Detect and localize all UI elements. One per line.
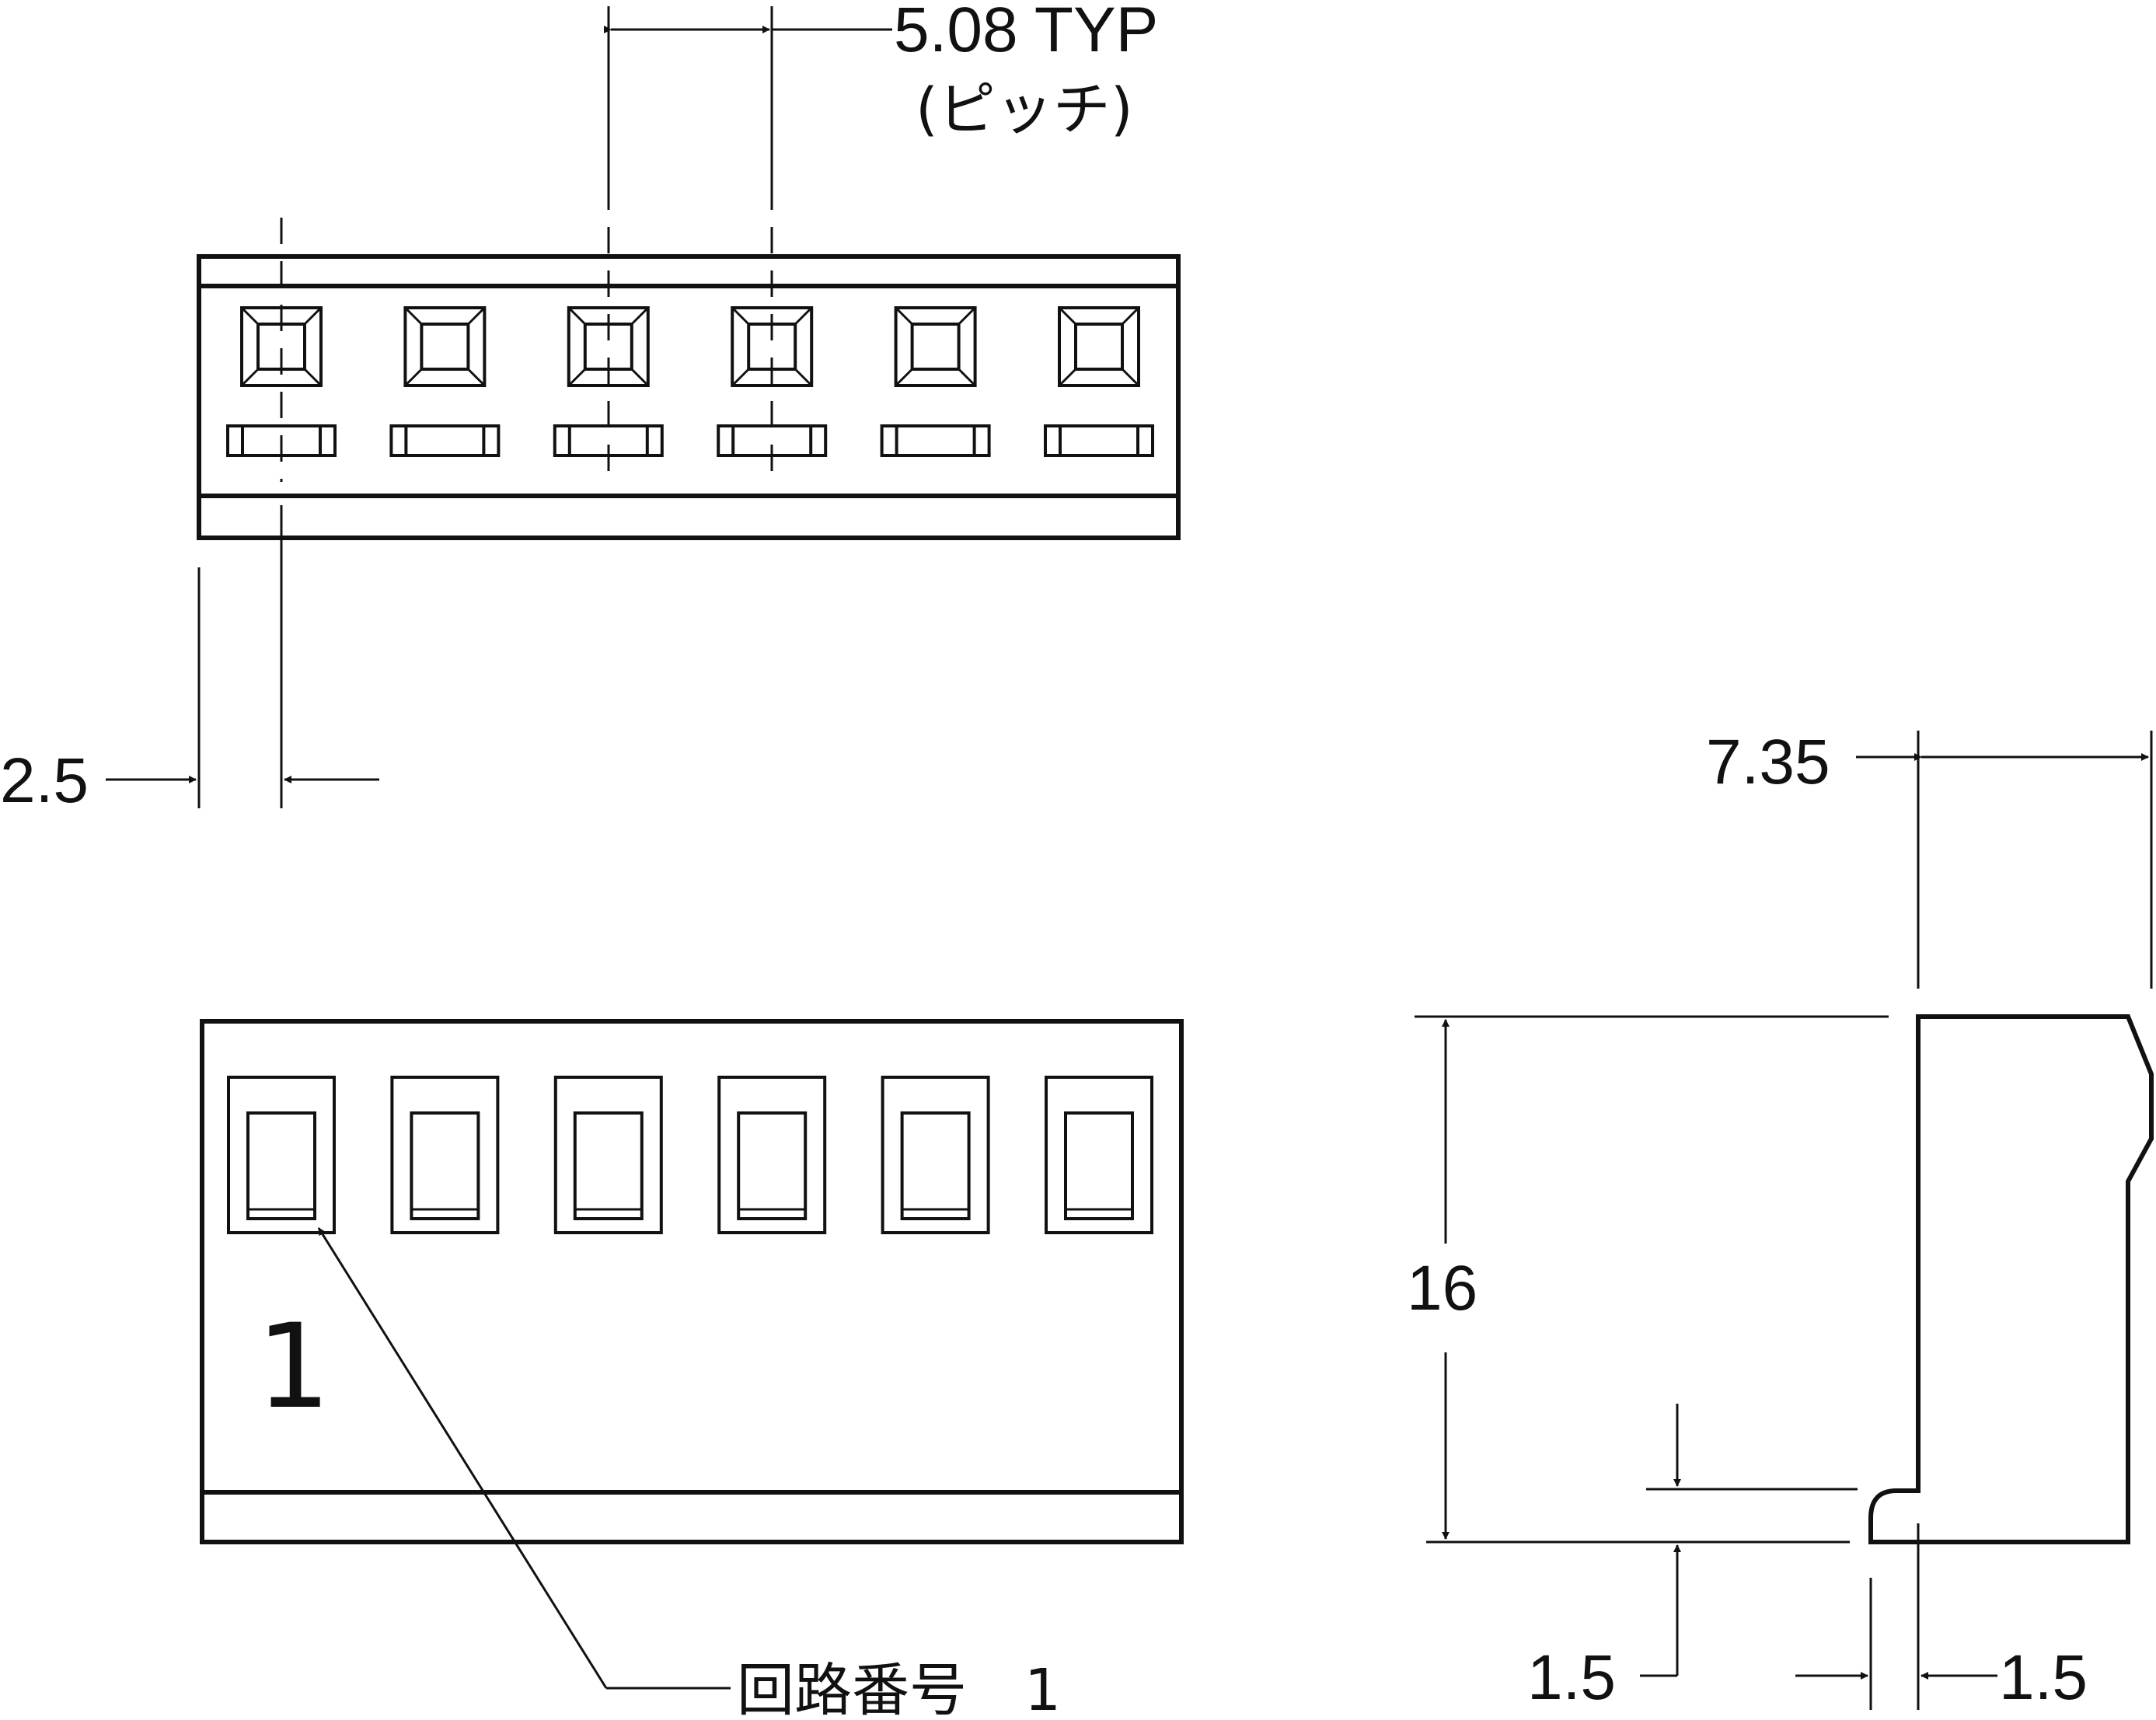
pitch-note: (ピッチ) [916, 76, 1133, 143]
latch-width-value: 1.5 [1999, 1642, 2088, 1713]
chamfer-line [404, 368, 423, 387]
contact-window-outer [1045, 1076, 1153, 1234]
terminal-opening-inner [1074, 323, 1124, 371]
chamfer-line [630, 306, 649, 326]
terminal-opening-inner [910, 323, 961, 371]
lance-slot [880, 424, 991, 457]
chamfer-line [303, 368, 323, 387]
circuit-number-marking: 1 [256, 1300, 330, 1435]
height-value: 16 [1407, 1253, 1477, 1324]
chamfer-line [404, 306, 423, 326]
depth-dimension: 7.35 [1706, 727, 2153, 989]
pitch-dimension: 5.08 TYP (ピッチ) [604, 0, 1158, 194]
chamfer-line [731, 306, 750, 326]
top-view-cavities [226, 306, 1154, 457]
latch-width-dimension: 1.5 [1795, 1523, 2088, 1713]
front-view-body [200, 1019, 1184, 1544]
contact-window-outer [553, 1076, 663, 1234]
contact-window-inner [737, 1111, 808, 1220]
latch-height-dimension: 1.5 [1527, 1404, 1858, 1713]
terminal-opening-outer [1058, 306, 1140, 387]
chamfer-line [467, 306, 486, 326]
lance-slot [1044, 424, 1154, 457]
terminal-opening-inner [420, 323, 470, 371]
contact-window-inner [410, 1111, 480, 1220]
terminal-opening-outer [567, 306, 650, 387]
contact-window-outer [227, 1076, 336, 1234]
top-view [197, 254, 1181, 540]
top-view-body [197, 254, 1181, 540]
chamfer-line [567, 306, 586, 326]
chamfer-line [895, 306, 913, 326]
circuit-number-callout: 回路番号 1 [317, 1227, 1061, 1720]
contact-window-inner [900, 1111, 971, 1220]
chamfer-line [958, 368, 976, 387]
chamfer-line [1121, 368, 1140, 387]
callout-label: 回路番号 1 [737, 1657, 1061, 1720]
callout-leader [317, 1227, 608, 1689]
terminal-opening-outer [731, 306, 814, 387]
chamfer-line [1121, 306, 1140, 326]
lance-slot [389, 424, 501, 457]
chamfer-line [567, 368, 586, 387]
front-view: 1 [200, 1019, 1184, 1544]
chamfer-line [794, 306, 813, 326]
chamfer-line [794, 368, 813, 387]
offset-value: 2.5 [0, 745, 89, 816]
front-view-cavities [227, 1076, 1153, 1234]
chamfer-line [731, 368, 750, 387]
chamfer-line [240, 306, 260, 326]
offset-dimension: 2.5 [0, 505, 379, 816]
contact-window-outer [390, 1076, 500, 1234]
chamfer-line [958, 306, 976, 326]
chamfer-line [1058, 368, 1077, 387]
contact-window-inner [1064, 1111, 1134, 1220]
height-dimension: 16 [1407, 1015, 1889, 1544]
terminal-opening-outer [894, 306, 977, 387]
pitch-value: 5.08 TYP [894, 0, 1158, 65]
contact-window-outer [717, 1076, 827, 1234]
side-view-profile [1868, 1014, 2154, 1544]
chamfer-line [895, 368, 913, 387]
contact-window-outer [881, 1076, 990, 1234]
contact-window-inner [246, 1111, 316, 1220]
chamfer-line [630, 368, 649, 387]
contact-window-inner [573, 1111, 644, 1220]
chamfer-line [467, 368, 486, 387]
chamfer-line [1058, 306, 1077, 326]
latch-height-value: 1.5 [1527, 1642, 1616, 1713]
chamfer-line [240, 368, 260, 387]
depth-value: 7.35 [1706, 727, 1830, 797]
side-view [1868, 1014, 2154, 1544]
centerlines [280, 140, 773, 482]
chamfer-line [303, 306, 323, 326]
terminal-opening-outer [403, 306, 487, 387]
